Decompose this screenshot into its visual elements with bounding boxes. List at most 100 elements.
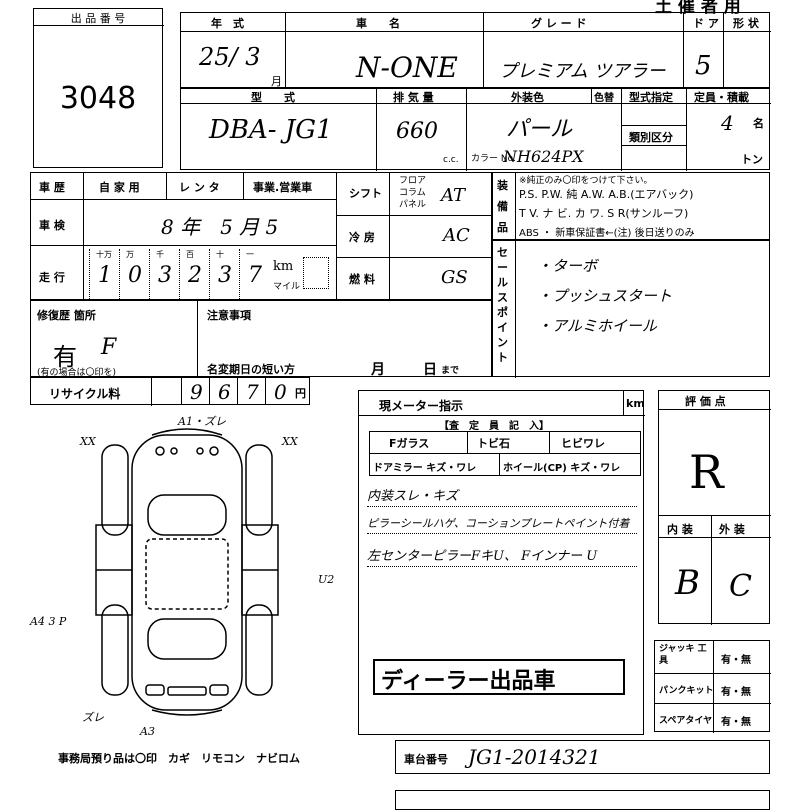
color-no-value: NH624PX bbox=[503, 147, 584, 166]
year-unit: 月 bbox=[271, 75, 282, 88]
notes-month: 月 bbox=[371, 362, 385, 378]
history-rental: レ ン タ bbox=[179, 181, 220, 194]
chassis-block: 車台番号 JG1-2014321 bbox=[395, 740, 770, 774]
inspection-note-line: 内装スレ・キズ bbox=[367, 485, 637, 507]
load-unit: トン bbox=[741, 153, 763, 166]
equipment-block: 装備品 ※純正のみ〇印をつけて下さい。 P.S. P.W. 純 A.W. A.B… bbox=[492, 172, 770, 241]
color-change-label: 色替 bbox=[594, 93, 614, 104]
recycle-unit: 円 bbox=[295, 387, 306, 400]
vehicle-top-block: 年 式 車 名 グ レ ー ド ド ア 形 状 25/ 3 月 N-ONE プレ… bbox=[180, 12, 771, 89]
mileage-unit: 一 bbox=[246, 250, 254, 259]
fglass-label: Fガラス bbox=[389, 437, 430, 450]
car-body-outline bbox=[131, 434, 243, 711]
name-label: 車 名 bbox=[356, 17, 400, 30]
mark-bottom: A3 bbox=[139, 725, 155, 738]
recycle-digit-cell: 9 bbox=[181, 378, 209, 404]
notes-until: まで bbox=[441, 366, 460, 376]
grade-value: プレミアム ツアラー bbox=[499, 61, 666, 82]
shift-paddle: パネル bbox=[399, 200, 427, 210]
rear-window bbox=[147, 618, 227, 660]
mileage-unit: 十万 bbox=[96, 250, 112, 259]
mileage-digit: 7 bbox=[248, 263, 262, 288]
mark-right-side: U2 bbox=[318, 573, 334, 586]
sales-point-item: ・アルミホイール bbox=[537, 317, 657, 335]
notes-day: 日 bbox=[423, 362, 437, 378]
grade-label: グ レ ー ド bbox=[531, 17, 587, 30]
rear-left-wheel-arch bbox=[101, 604, 129, 696]
meter-unit: km bbox=[626, 397, 645, 410]
shaken-label: 車 検 bbox=[39, 219, 65, 232]
meter-label: 現メーター指示 bbox=[379, 399, 464, 413]
model-designation-label: 型式指定 bbox=[629, 91, 673, 104]
lot-number: 3048 bbox=[59, 81, 137, 116]
fuel-label: 燃 料 bbox=[349, 273, 375, 286]
fglass-crack: ヒビワレ bbox=[561, 437, 605, 450]
inspection-block: 現メーター指示 km 【査 定 員 記 入】 Fガラス トビ石 ヒビワレ ドアミ… bbox=[358, 390, 645, 735]
sales-point-item: ・プッシュスタート bbox=[537, 287, 673, 305]
shaken-value: 8 年 5 月 5 bbox=[161, 215, 279, 239]
mark-left-top: XX bbox=[79, 435, 97, 448]
mark-top: A1・ズレ bbox=[177, 415, 226, 428]
sales-points-label: セールスポイント bbox=[497, 245, 511, 365]
shift-column: コラム bbox=[399, 188, 426, 198]
recycle-digit-cell: 0 bbox=[265, 378, 293, 404]
mileage-digit: 1 bbox=[98, 263, 112, 288]
mileage-unit: 百 bbox=[186, 250, 194, 259]
recycle-digit-cell: 6 bbox=[209, 378, 237, 404]
mileage-digit: 3 bbox=[218, 263, 232, 288]
puncture-label: パンクキット bbox=[659, 686, 714, 696]
interior-value: B bbox=[675, 563, 700, 603]
lot-box: 出 品 番 号 3048 bbox=[33, 8, 164, 168]
front-right-wheel-arch bbox=[245, 444, 273, 536]
exterior-label: 外装色 bbox=[511, 91, 544, 104]
mark-left-mid: A4 3 P bbox=[29, 615, 67, 628]
rating-block: 評 価 点 R 内 装 外 装 B C bbox=[658, 390, 771, 625]
rating-label: 評 価 点 bbox=[685, 395, 726, 408]
displacement-value: 660 bbox=[396, 119, 438, 144]
vertical-label-char: セ bbox=[497, 246, 508, 259]
vertical-label-char: ト bbox=[497, 351, 508, 364]
recycle-label: リサイクル料 bbox=[49, 387, 121, 401]
repair-block: 修復歴 箇所 有 F (有の場合は〇印を) 注意事項 名変期日の短い方 月 日 … bbox=[30, 300, 492, 378]
capacity-unit: 名 bbox=[753, 117, 764, 130]
exterior-rating-label: 外 装 bbox=[719, 523, 745, 536]
vertical-label-char: 備 bbox=[497, 200, 508, 213]
accessories-block: ジャッキ 工 具 有・無 パンクキット 有・無 スペアタイヤ 有・無 bbox=[654, 640, 771, 733]
sales-points-block: セールスポイント ・ターボ・プッシュスタート・アルミホイール bbox=[492, 240, 770, 378]
mark-right-top: XX bbox=[281, 435, 299, 448]
vertical-label-char: イ bbox=[497, 321, 508, 334]
recycle-digit: 0 bbox=[274, 380, 287, 404]
spare-value: 有・無 bbox=[721, 717, 751, 728]
lot-label: 出 品 番 号 bbox=[70, 12, 126, 25]
mileage-digit: 0 bbox=[128, 263, 142, 288]
mileage-checkbox[interactable] bbox=[303, 257, 329, 289]
capacity-value: 4 bbox=[721, 111, 734, 135]
mark-bottom-left: ズレ bbox=[82, 711, 104, 724]
doors-value: 5 bbox=[695, 51, 712, 81]
vertical-label-char: 装 bbox=[497, 179, 508, 192]
equipment-label: 装備品 bbox=[497, 175, 511, 238]
vertical-label-char: ル bbox=[497, 276, 508, 289]
category-label: 類別区分 bbox=[629, 131, 673, 144]
fglass-value: トビ石 bbox=[477, 437, 510, 450]
interior-label: 内 装 bbox=[667, 523, 693, 536]
equipment-row2: T V. ナ ビ. カ ワ. S R(サンルーフ) bbox=[519, 207, 689, 220]
inspector-label: 【査 定 員 記 入】 bbox=[439, 421, 549, 432]
spare-label: スペアタイヤ bbox=[659, 716, 713, 726]
vertical-label-char: ポ bbox=[497, 306, 508, 319]
equipment-note: ※純正のみ〇印をつけて下さい。 bbox=[519, 176, 653, 186]
notes-label: 注意事項 bbox=[207, 309, 251, 322]
shape-label: 形 状 bbox=[733, 17, 759, 30]
ac-label: 冷 房 bbox=[349, 231, 375, 244]
equipment-row3: ABS ・ 新車保証書←(注) 後日送りのみ bbox=[519, 228, 695, 239]
name-change-label: 名変期日の短い方 bbox=[207, 363, 295, 376]
recycle-digit: 9 bbox=[190, 380, 203, 404]
history-private: 自 家 用 bbox=[99, 181, 140, 194]
mirror-label: ドアミラー キズ・ワレ bbox=[373, 463, 477, 474]
car-damage-diagram: A1・ズレ XX XX U2 A4 3 P ズレ A3 bbox=[29, 415, 334, 738]
vertical-label-char: ス bbox=[497, 291, 508, 304]
